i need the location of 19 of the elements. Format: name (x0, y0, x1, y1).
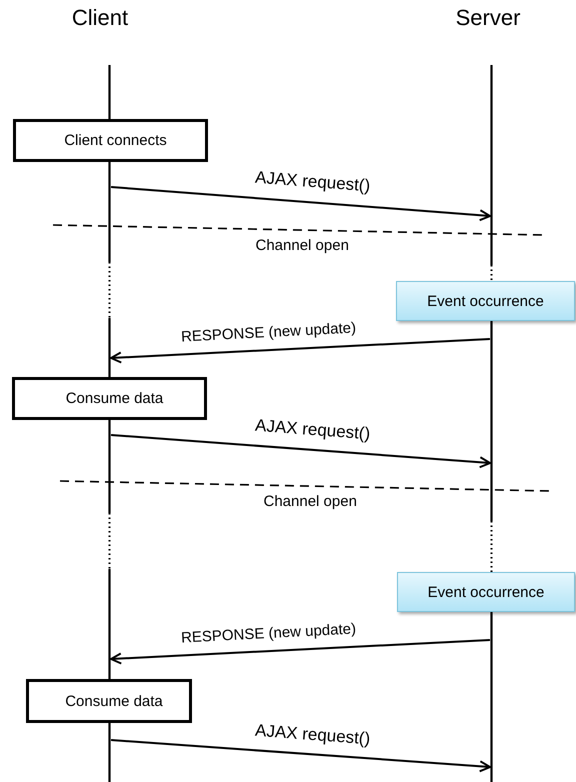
message-arrow (110, 186, 491, 222)
channel-note: Channel open (256, 236, 349, 254)
message-arrow (110, 739, 491, 772)
process-box: Client connects (13, 119, 208, 162)
event-box: Event occurrence (397, 572, 575, 612)
process-box: Consume data (12, 377, 207, 420)
edge-label: AJAX request() (254, 168, 370, 196)
message-arrow (110, 434, 491, 468)
message-arrow (110, 639, 490, 664)
message-arrow (110, 338, 490, 364)
edge-label: RESPONSE (new update) (180, 620, 356, 646)
edge-label: AJAX request() (254, 720, 370, 750)
channel-note: Channel open (264, 492, 357, 510)
lifeline-title: Client (50, 5, 150, 37)
process-box: Consume data (26, 679, 192, 723)
edge-label: RESPONSE (new update) (180, 318, 356, 346)
event-box: Event occurrence (396, 281, 575, 321)
edge-label: AJAX request() (254, 416, 370, 444)
lifeline-title: Server (438, 5, 538, 37)
